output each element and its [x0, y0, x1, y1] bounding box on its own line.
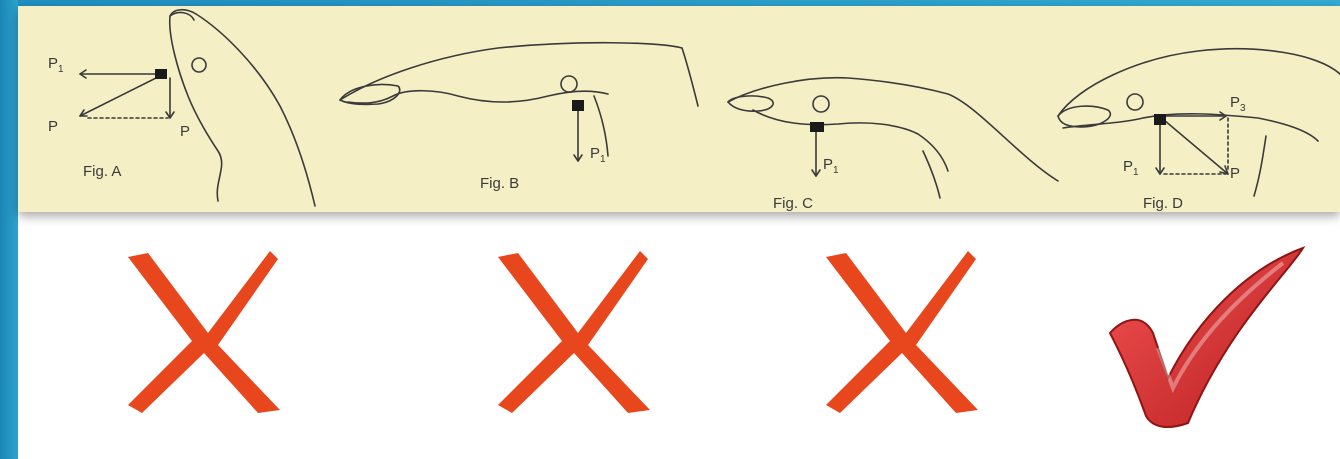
cross-icon — [826, 251, 978, 413]
fig-d-contact-point — [1154, 114, 1166, 125]
fig-b-thumb-outline — [339, 41, 699, 107]
fig-b-contact-point — [572, 100, 584, 111]
fig-b-diagram — [339, 41, 699, 162]
fig-d-pivot-circle — [1126, 93, 1144, 111]
fig-a-contact-point — [155, 69, 167, 79]
fig-c-thumbnail — [727, 95, 774, 112]
fig-c-label-p1: P1 — [823, 156, 839, 176]
fig-d-thumb-outline — [1057, 47, 1340, 117]
fig-a-thumbnail — [169, 11, 195, 21]
fig-a-force-arrow-p — [79, 75, 161, 117]
fig-a-pivot-circle — [191, 57, 207, 73]
fig-d-caption: Fig. D — [1143, 195, 1183, 212]
fig-c-diagram — [727, 76, 1059, 199]
fig-d-force-arrow-p — [1163, 119, 1229, 175]
fig-a-diagram — [79, 8, 316, 207]
cross-icon — [498, 251, 650, 413]
fig-a-label-p1: P1 — [48, 55, 64, 75]
fig-b-caption: Fig. B — [480, 175, 519, 192]
slide-left-accent — [0, 0, 18, 459]
fig-d-diagram — [1057, 47, 1340, 197]
fig-a-thumb-outline — [168, 8, 316, 207]
fig-c-caption: Fig. C — [773, 195, 813, 212]
fig-d-label-p3: P3 — [1230, 94, 1246, 114]
figure-strip: P1 P P Fig. A P1 Fig. B P1 Fig. C P3 P1 … — [18, 6, 1340, 212]
fig-d-label-p1: P1 — [1123, 158, 1139, 178]
fig-c-thumb-outline — [727, 76, 1059, 182]
fig-c-pivot-circle — [812, 95, 830, 113]
checkmark-icon — [1108, 246, 1306, 429]
fig-a-caption: Fig. A — [83, 163, 121, 180]
fig-c-contact-point — [810, 122, 824, 132]
fig-b-pivot-circle — [560, 75, 578, 93]
cross-icon — [128, 251, 280, 413]
fig-d-label-p: P — [1230, 165, 1240, 182]
fig-a-label-p: P — [48, 118, 58, 135]
thumb-diagrams: P1 P P Fig. A P1 Fig. B P1 Fig. C P3 P1 … — [48, 8, 1340, 212]
fig-b-label-p1: P1 — [590, 145, 606, 165]
fig-b-thumbnail — [339, 83, 401, 106]
fig-a-label-p2: P — [180, 123, 190, 140]
fig-d-thumbnail — [1057, 105, 1112, 128]
slide-top-accent — [0, 0, 1340, 8]
